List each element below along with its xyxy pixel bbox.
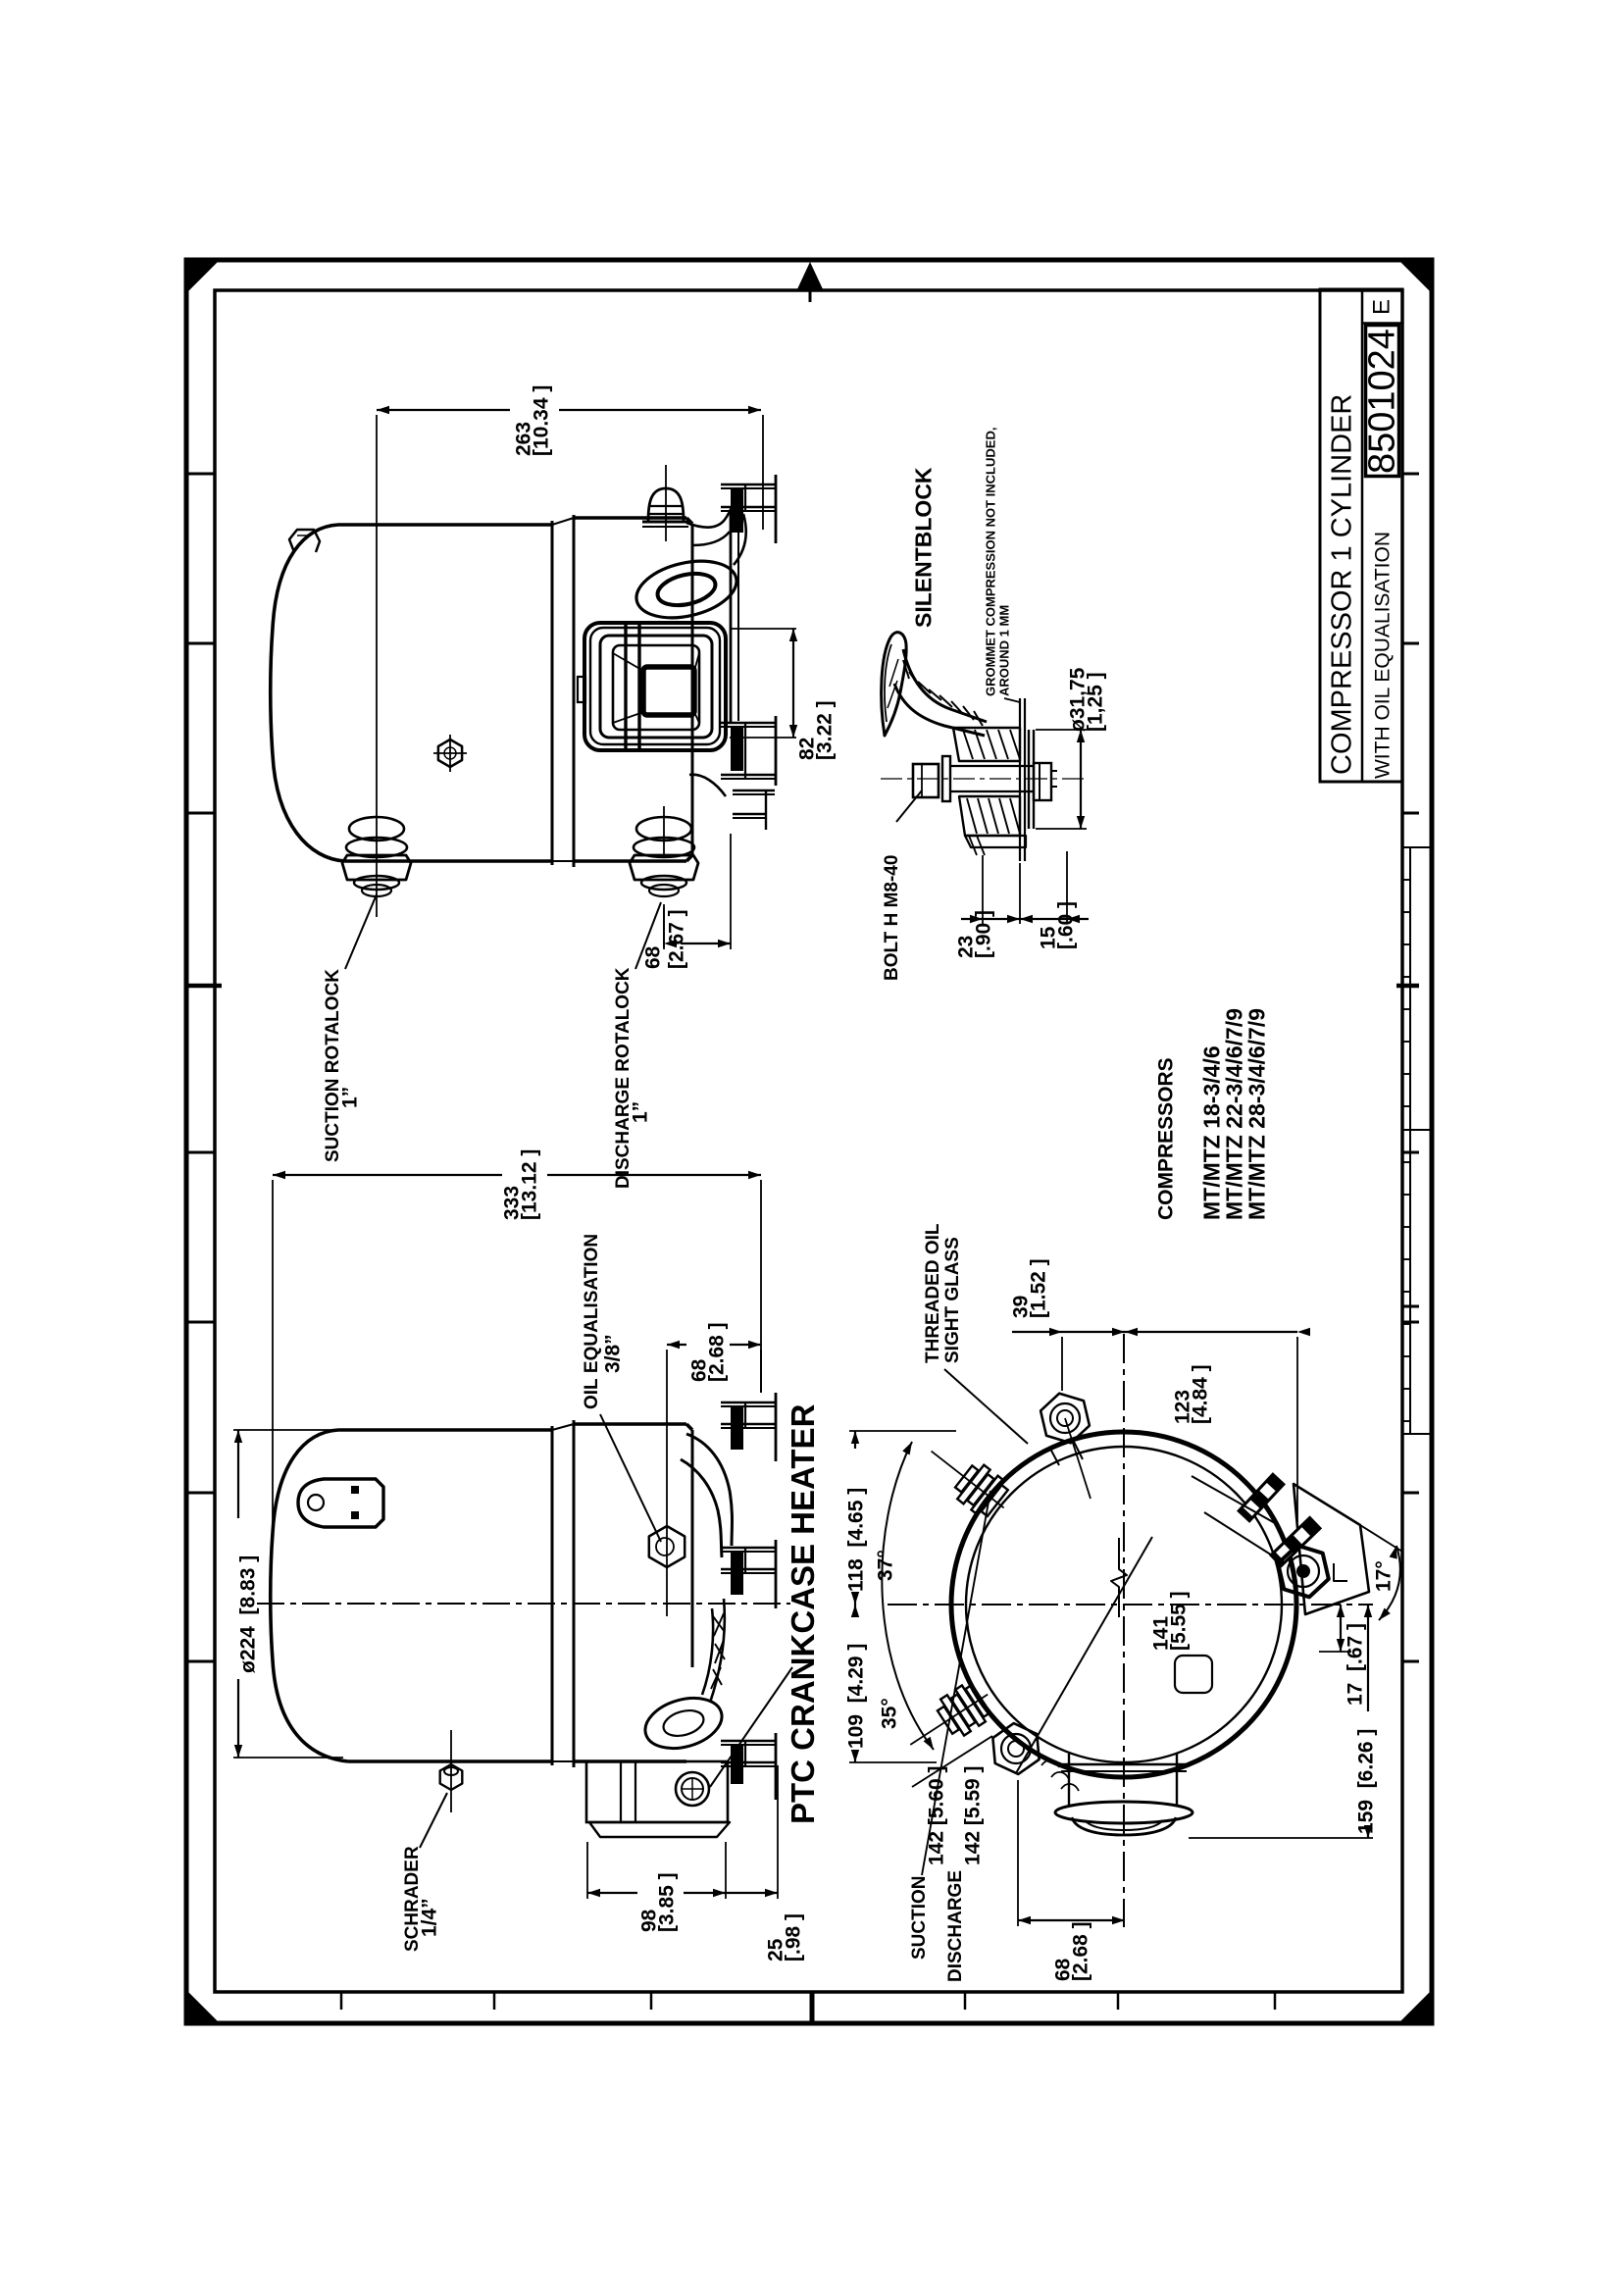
svg-text:8501024: 8501024 xyxy=(1362,329,1403,474)
svg-text:142 [5.60 ]: 142 [5.60 ] xyxy=(926,1765,948,1865)
svg-text:[4.84 ]: [4.84 ] xyxy=(1190,1364,1212,1424)
svg-text:[.90 ]: [.90 ] xyxy=(973,910,995,958)
svg-text:OIL EQUALISATION: OIL EQUALISATION xyxy=(582,1234,602,1409)
svg-text:AROUND 1 MM: AROUND 1 MM xyxy=(997,605,1012,696)
svg-text:35°: 35° xyxy=(879,1698,901,1729)
svg-text:[1.52 ]: [1.52 ] xyxy=(1028,1258,1050,1318)
svg-text:[3.22 ]: [3.22 ] xyxy=(814,700,837,760)
svg-text:DISCHARGE ROTALOCK: DISCHARGE ROTALOCK xyxy=(613,967,634,1189)
svg-text:1/4”: 1/4” xyxy=(419,1898,441,1937)
svg-text:68: 68 xyxy=(688,1358,711,1382)
svg-text:[1,25 ]: [1,25 ] xyxy=(1085,672,1107,732)
svg-text:SIGHT GLASS: SIGHT GLASS xyxy=(942,1237,963,1363)
svg-text:123: 123 xyxy=(1172,1390,1194,1424)
svg-text:37°: 37° xyxy=(875,1550,897,1581)
svg-text:ø31,75: ø31,75 xyxy=(1067,667,1090,732)
svg-text:68: 68 xyxy=(1052,1958,1075,1981)
svg-text:142 [5.59 ]: 142 [5.59 ] xyxy=(962,1765,985,1865)
svg-text:263: 263 xyxy=(513,422,535,456)
svg-text:25: 25 xyxy=(765,1938,787,1962)
svg-text:[.98 ]: [.98 ] xyxy=(783,1913,805,1962)
svg-text:[2.68 ]: [2.68 ] xyxy=(1070,1921,1092,1981)
svg-text:118 [4.65 ]: 118 [4.65 ] xyxy=(845,1488,868,1592)
svg-text:COMPRESSORS: COMPRESSORS xyxy=(1155,1057,1178,1220)
svg-text:BOLT H M8-40: BOLT H M8-40 xyxy=(882,855,902,981)
svg-text:109 [4.29 ]: 109 [4.29 ] xyxy=(845,1644,868,1749)
svg-text:1”: 1” xyxy=(339,1087,362,1108)
svg-text:ø224 [8.83 ]: ø224 [8.83 ] xyxy=(237,1555,260,1673)
svg-text:39: 39 xyxy=(1010,1296,1033,1318)
svg-text:[5.55 ]: [5.55 ] xyxy=(1168,1591,1191,1651)
svg-text:23: 23 xyxy=(955,936,978,958)
svg-text:SUCTION ROTALOCK: SUCTION ROTALOCK xyxy=(323,969,343,1162)
svg-text:SILENTBLOCK: SILENTBLOCK xyxy=(910,467,936,628)
svg-text:DISCHARGE: DISCHARGE xyxy=(945,1870,966,1982)
svg-text:PTC CRANKCASE HEATER: PTC CRANKCASE HEATER xyxy=(785,1403,821,1824)
svg-text:17 [.67 ]: 17 [.67 ] xyxy=(1345,1623,1367,1706)
svg-text:15: 15 xyxy=(1038,926,1060,949)
svg-text:[13.12 ]: [13.12 ] xyxy=(519,1149,541,1220)
svg-text:MT/MTZ 28-3/4/6/7/9: MT/MTZ 28-3/4/6/7/9 xyxy=(1243,1008,1269,1220)
svg-text:MT/MTZ 18-3/4/6: MT/MTZ 18-3/4/6 xyxy=(1198,1045,1224,1220)
svg-text:98: 98 xyxy=(638,1909,661,1932)
svg-text:GROMMET COMPRESSION NOT INCLUD: GROMMET COMPRESSION NOT INCLUDED, xyxy=(984,428,998,696)
svg-text:141: 141 xyxy=(1150,1616,1173,1651)
svg-text:[10.34 ]: [10.34 ] xyxy=(531,385,553,456)
svg-text:333: 333 xyxy=(501,1186,524,1220)
svg-text:SUCTION: SUCTION xyxy=(909,1876,930,1961)
svg-text:68: 68 xyxy=(642,945,665,969)
svg-text:[2.67 ]: [2.67 ] xyxy=(666,909,688,969)
svg-text:3/8”: 3/8” xyxy=(602,1334,625,1373)
svg-text:[2.68 ]: [2.68 ] xyxy=(706,1322,729,1382)
svg-text:SCHRADER: SCHRADER xyxy=(402,1846,423,1952)
svg-text:1”: 1” xyxy=(630,1101,652,1123)
svg-text:THREADED OIL: THREADED OIL xyxy=(923,1223,943,1363)
svg-text:WITH OIL EQUALISATION: WITH OIL EQUALISATION xyxy=(1372,532,1395,779)
svg-text:COMPRESSOR 1 CYLINDER: COMPRESSOR 1 CYLINDER xyxy=(1326,394,1357,775)
svg-text:17°: 17° xyxy=(1373,1560,1396,1592)
svg-text:159 [6.26 ]: 159 [6.26 ] xyxy=(1355,1729,1378,1834)
svg-text:E: E xyxy=(1369,299,1396,315)
svg-text:[.60 ]: [.60 ] xyxy=(1055,901,1078,949)
svg-text:[3.85 ]: [3.85 ] xyxy=(656,1872,679,1932)
svg-text:82: 82 xyxy=(796,738,819,760)
svg-text:MT/MTZ 22-3/4/6/7/9: MT/MTZ 22-3/4/6/7/9 xyxy=(1221,1008,1246,1220)
